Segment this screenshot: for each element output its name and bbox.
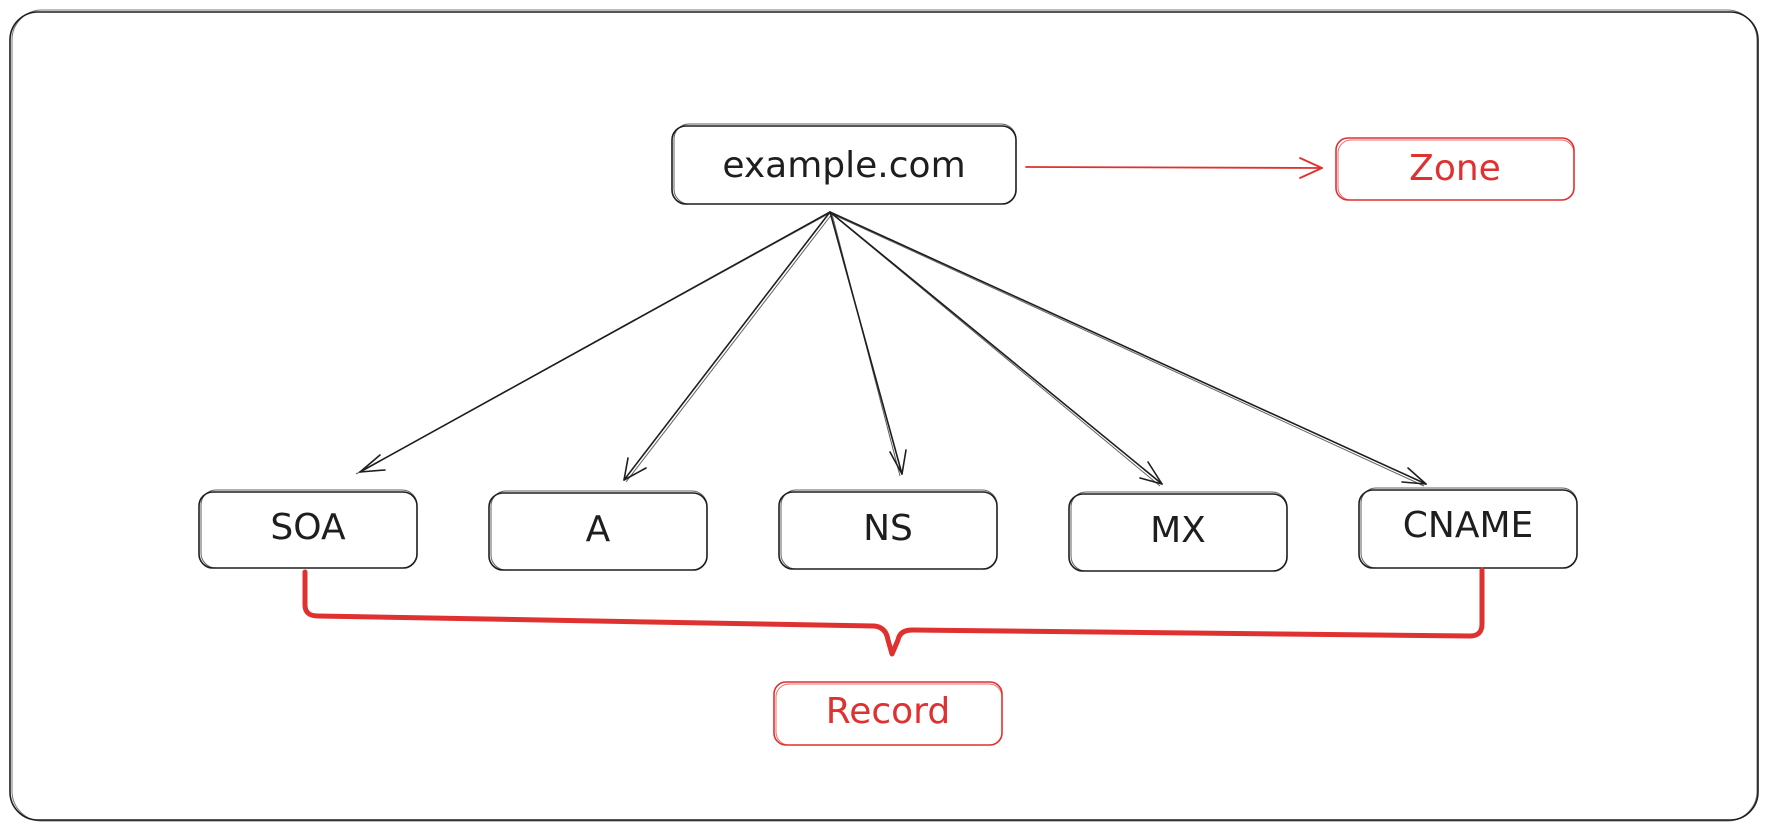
record-node-ns: NS [778, 489, 998, 570]
record-node-cname: CNAME [1358, 487, 1578, 569]
record-node-mx: MX [1068, 491, 1288, 572]
record-node-a: A [488, 490, 708, 571]
edge-root-to-a [623, 211, 833, 483]
record-label-cname: CNAME [1403, 505, 1534, 546]
root-node: example.com [671, 123, 1017, 205]
record-label: Record [826, 691, 950, 732]
edge-root-to-cname [829, 211, 1427, 487]
zone-annotation: Zone [1335, 137, 1575, 201]
zone-label: Zone [1409, 148, 1501, 189]
edge-root-to-mx [829, 211, 1163, 487]
root-edges [355, 211, 1427, 487]
record-label-ns: NS [863, 508, 913, 549]
record-brace [302, 567, 1485, 657]
record-label-soa: SOA [270, 507, 346, 548]
root-node-label: example.com [722, 145, 965, 186]
edge-root-to-soa [355, 211, 831, 475]
edge-root-to-ns [829, 211, 907, 477]
outer-frame [9, 9, 1759, 822]
record-label-mx: MX [1150, 510, 1206, 551]
zone-arrow [1025, 157, 1323, 179]
record-label-a: A [586, 509, 611, 550]
record-node-soa: SOA [198, 489, 418, 569]
record-annotation: Record [773, 681, 1003, 746]
